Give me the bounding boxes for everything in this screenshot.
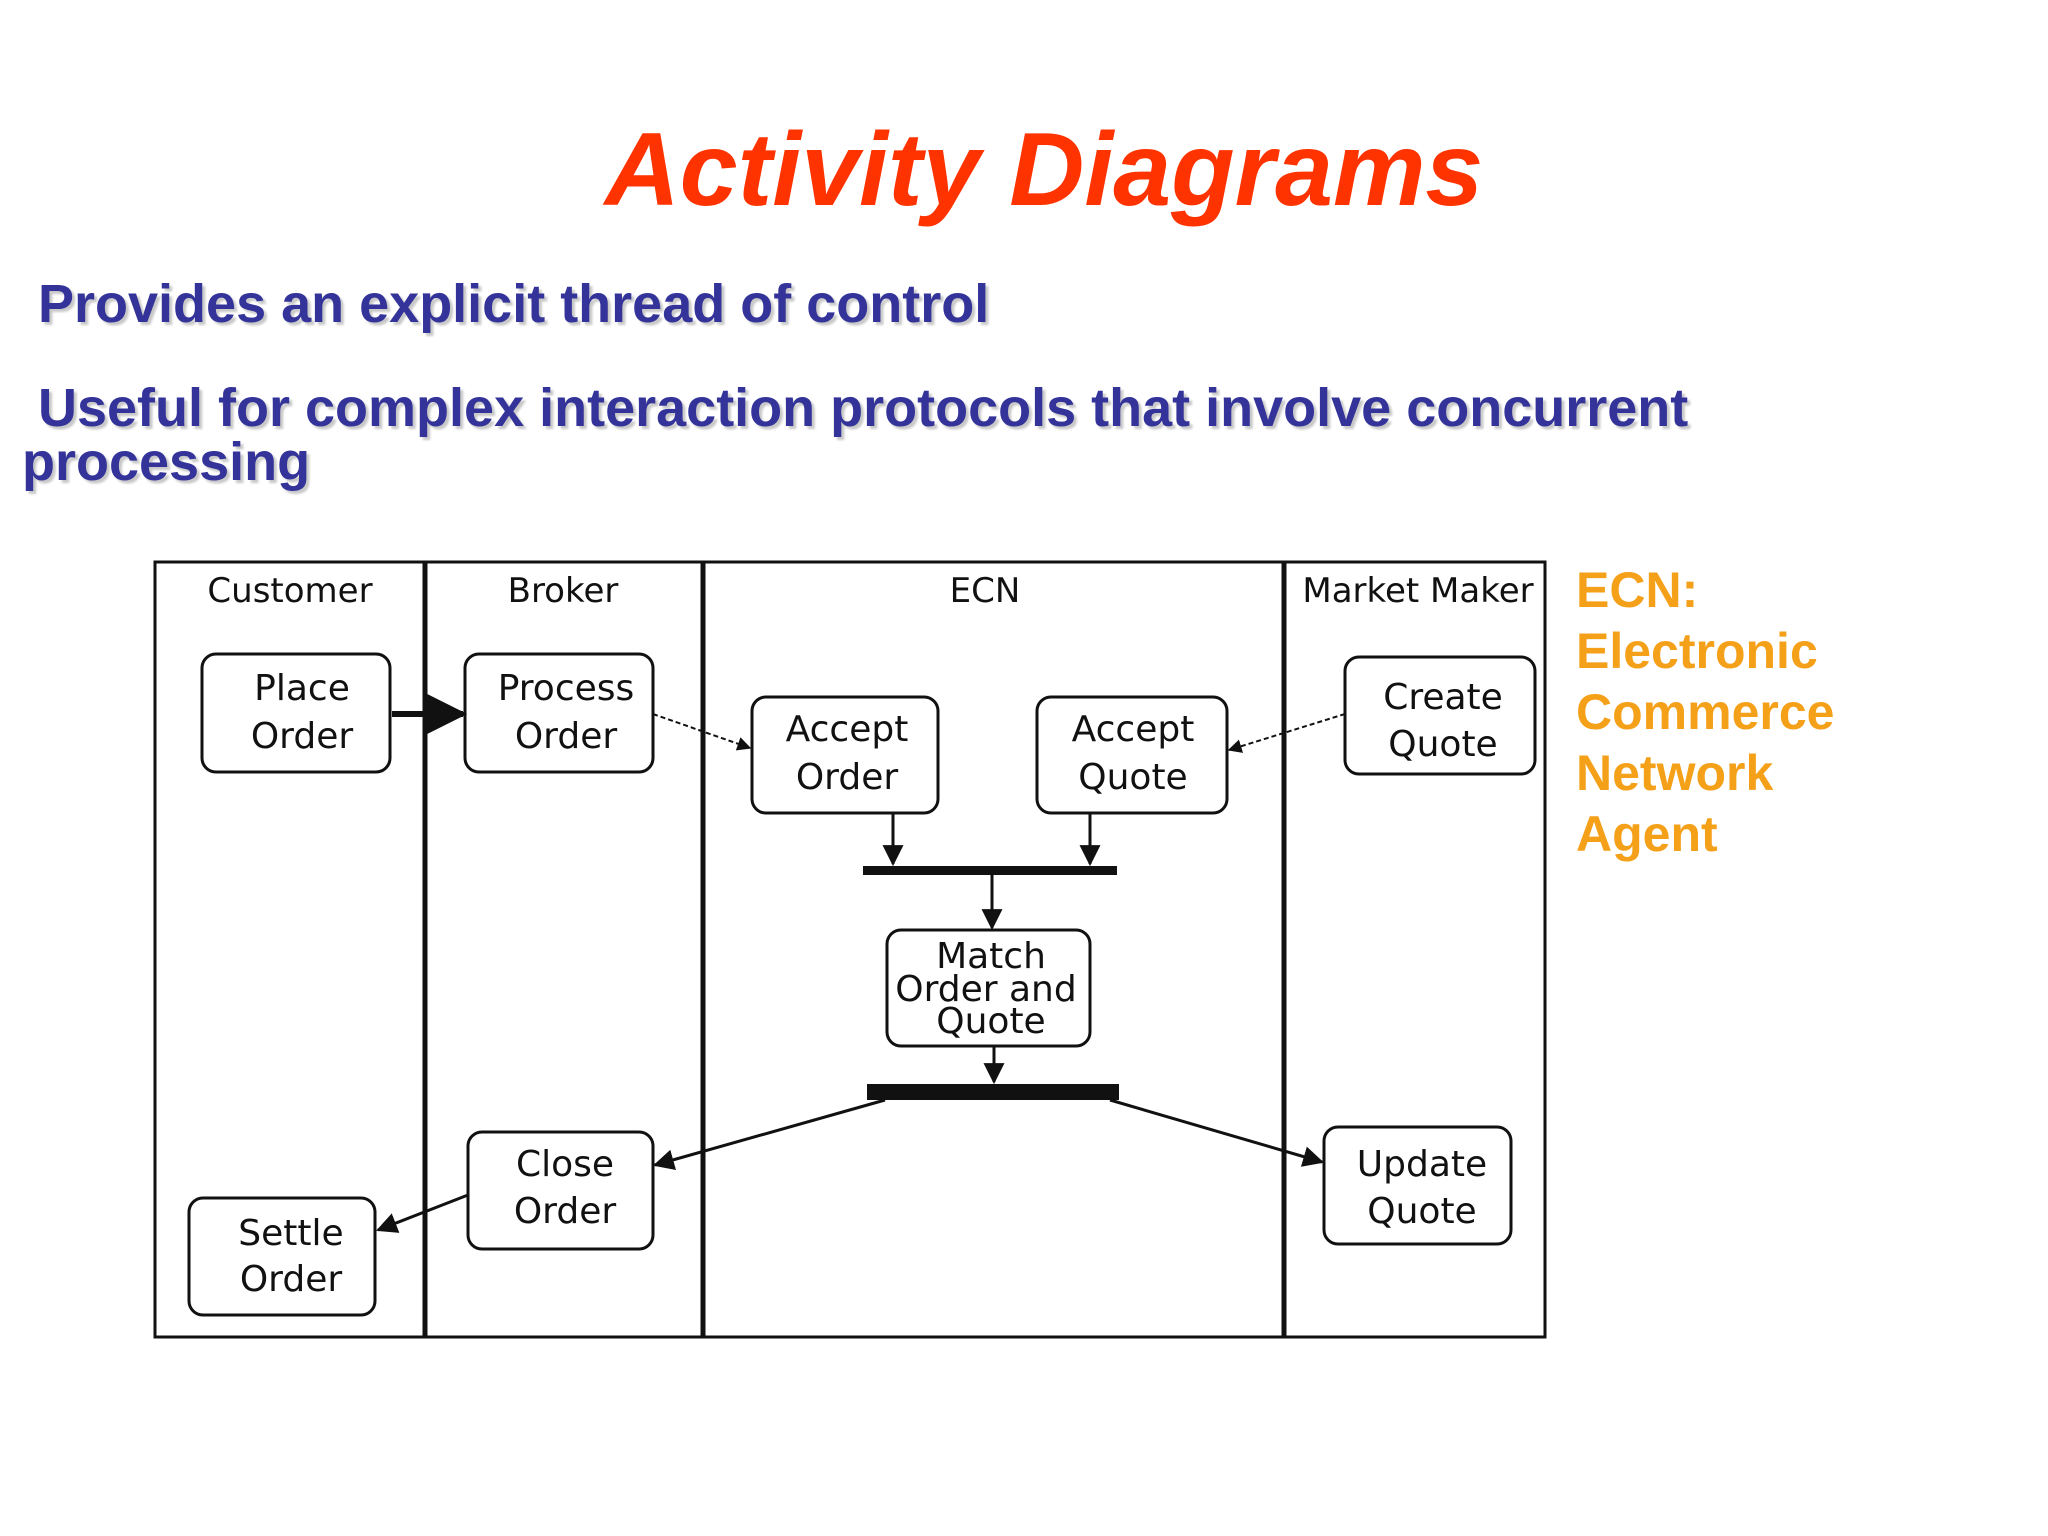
bullet-thread-of-control: Provides an explicit thread of control <box>38 274 990 334</box>
node-settle-order <box>187 1196 377 1317</box>
node-label: Create <box>1383 677 1503 718</box>
swimlane-frame <box>153 560 1547 1339</box>
flow-create-quote-to-accept-quote <box>1227 713 1346 753</box>
node-create-quote <box>1343 655 1537 776</box>
ecn-definition-line: Commerce <box>1576 684 1835 740</box>
node-label: Update <box>1357 1144 1487 1185</box>
ecn-definition-line: Agent <box>1576 806 1718 862</box>
node-label: Accept <box>786 709 909 750</box>
node-accept-order <box>750 695 940 815</box>
node-update-quote <box>1322 1125 1513 1246</box>
node-label: Close <box>516 1144 614 1185</box>
flow-process-to-accept-order <box>652 713 752 751</box>
ecn-definition: ECN: Electronic Commerce Network Agent <box>1576 560 1834 865</box>
lane-ecn: ECN <box>950 571 1021 611</box>
fork-bar <box>867 1084 1119 1100</box>
page-title: Activity Diagrams <box>604 112 1484 228</box>
ecn-definition-line: Electronic <box>1576 623 1818 679</box>
node-label: Order <box>240 1259 343 1300</box>
ecn-definition-line: Network <box>1576 745 1774 801</box>
node-place-order <box>200 652 392 774</box>
ecn-definition-line: ECN: <box>1576 562 1699 618</box>
node-accept-quote <box>1035 695 1229 815</box>
node-label: Quote <box>1367 1191 1476 1232</box>
node-label: Match <box>936 936 1046 977</box>
node-label: Settle <box>238 1213 343 1254</box>
node-label: Order <box>515 716 618 757</box>
node-label: Order <box>251 716 354 757</box>
node-label: Accept <box>1072 709 1195 750</box>
node-label: Order and <box>895 969 1076 1010</box>
node-close-order <box>466 1130 655 1251</box>
bullet-concurrent-processing: Useful for complex interaction protocols… <box>22 378 1689 492</box>
flow-close-to-settle <box>376 1193 469 1233</box>
lane-market-maker: Market Maker <box>1302 571 1533 611</box>
node-label: Order <box>514 1191 617 1232</box>
node-label: Quote <box>936 1001 1045 1042</box>
node-label: Place <box>254 668 350 709</box>
node-label: Process <box>498 668 635 709</box>
node-label: Quote <box>1388 724 1497 765</box>
flow-fork-to-close-order <box>652 1098 886 1170</box>
join-bar <box>863 866 1117 875</box>
node-label: Order <box>796 757 899 798</box>
node-label: Quote <box>1078 757 1187 798</box>
flow-fork-to-update-quote <box>1109 1098 1325 1167</box>
lane-customer: Customer <box>207 571 372 611</box>
lane-broker: Broker <box>508 571 619 611</box>
